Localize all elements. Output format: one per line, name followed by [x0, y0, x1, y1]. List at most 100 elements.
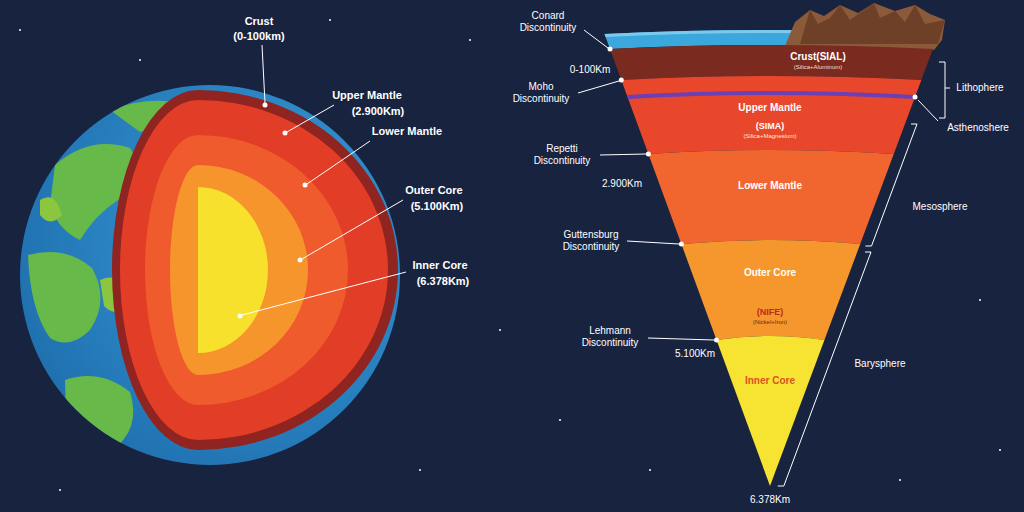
layer-fill	[610, 45, 933, 80]
layer-label: Crust	[245, 15, 274, 29]
layer-label: Lower Mantle	[372, 125, 442, 139]
stars-part	[469, 39, 471, 41]
layer-label: 6.378Km	[750, 494, 790, 507]
marker-dots-part	[608, 47, 613, 52]
marker-dots-part	[298, 258, 303, 263]
layer-label: Crust(SIAL)	[790, 51, 846, 64]
crust-band-shape	[605, 39, 938, 82]
surface-part	[800, 3, 945, 44]
label-holder: Upper Mantle	[332, 89, 402, 103]
text-holder: (Silica+Aluminum)	[794, 64, 843, 72]
leaders-part	[648, 338, 714, 340]
layer-label: (5.100Km)	[411, 200, 464, 214]
layer-label: (Silica+Aluminum)	[794, 64, 843, 72]
earth-cross-section-part	[145, 135, 348, 405]
globe	[20, 85, 400, 465]
upper-mantle-band-shape	[616, 70, 927, 156]
earth-cross-section-part	[198, 187, 268, 353]
stars-part	[979, 299, 981, 301]
surface-part	[785, 3, 945, 50]
marker-dots-part	[913, 95, 918, 100]
asthenosphere-line	[628, 93, 915, 97]
layer-label: 5.100Km	[675, 348, 715, 361]
layer-label: 2.900Km	[602, 178, 642, 191]
label-holder: (2.900Km)	[352, 105, 405, 119]
earth-cross-section-part	[170, 165, 308, 375]
label-holder: 2.900Km	[602, 178, 642, 191]
stars-part	[139, 59, 141, 61]
leaders-part	[307, 141, 370, 184]
layer-label: Lehmann Discontinuity	[574, 325, 646, 350]
marker-dots-part	[263, 103, 268, 108]
leaders-part	[600, 154, 646, 155]
label-holder: Mesosphere	[912, 201, 967, 214]
marker-dots-part	[238, 314, 243, 319]
layer-label: (6.378Km)	[417, 275, 470, 289]
layer-label: Upper Mantle	[738, 102, 801, 115]
stars-part	[419, 469, 421, 471]
outer-core-band-shape	[676, 234, 865, 342]
label-holder: Repetti Discontinuity	[526, 143, 598, 168]
label-holder: Conard Discontinuity	[512, 10, 584, 35]
stars-part	[59, 489, 61, 491]
globe-part	[20, 85, 400, 465]
layer-fill	[648, 150, 893, 244]
outer-core-band: Outer Core(NIFE)(Nickel+Iron)	[676, 234, 865, 342]
layer-label: (Nickel+Iron)	[753, 319, 787, 327]
brackets-part	[945, 88, 950, 89]
label-holder: Crust	[245, 15, 274, 29]
layer-fill	[621, 76, 921, 154]
layer-label: Asthenoshere	[947, 122, 1009, 135]
layer-label: (SIMA)	[756, 121, 785, 132]
label-holder: Moho Discontinuity	[505, 81, 577, 106]
globe-part-part	[28, 252, 101, 343]
leaders-part	[627, 241, 679, 244]
stars-part	[999, 449, 1001, 451]
layer-label: Barysphere	[854, 358, 905, 371]
layer-fill	[717, 336, 825, 486]
marker-dots-part	[619, 78, 624, 83]
brackets-part	[939, 62, 945, 118]
marker-dots-part	[714, 338, 719, 343]
stars-part	[649, 469, 651, 471]
label-holder: Guttensburg Discontinuity	[555, 229, 627, 254]
layer-label: Guttensburg Discontinuity	[555, 229, 627, 254]
label-holder: (5.100Km)	[411, 200, 464, 214]
stars-part	[899, 479, 901, 481]
marker-dots-part	[679, 242, 684, 247]
marker-dots-part	[283, 131, 288, 136]
layer-fill	[681, 240, 860, 340]
label-holder: (6.378Km)	[417, 275, 470, 289]
layer-label: Upper Mantle	[332, 89, 402, 103]
leaders-part	[302, 200, 403, 259]
text-holder: Upper Mantle	[738, 102, 801, 115]
lower-mantle-band-shape	[643, 144, 899, 246]
stars-part	[499, 329, 501, 331]
layer-label: Moho Discontinuity	[505, 81, 577, 106]
leaders-part	[918, 100, 938, 121]
globe-part-part	[40, 197, 62, 221]
leaders-part	[584, 30, 608, 48]
stars	[19, 19, 1001, 491]
stars-part	[559, 419, 561, 421]
text-holder: Inner Core	[745, 375, 795, 388]
layer-label: Lithophere	[956, 82, 1003, 95]
layer-label: 0-100Km	[570, 64, 611, 77]
marker-dots-part	[303, 183, 308, 188]
label-holder: Lithophere	[956, 82, 1003, 95]
marker-dots-part	[646, 152, 651, 157]
leaders-part	[242, 272, 406, 315]
text-holder: Outer Core	[744, 267, 796, 280]
layer-label: (0-100km)	[233, 30, 284, 44]
label-holder: Lower Mantle	[372, 125, 442, 139]
label-holder: Barysphere	[854, 358, 905, 371]
text-holder: Crust(SIAL)	[790, 51, 846, 64]
label-holder: 6.378Km	[750, 494, 790, 507]
label-holder: Outer Core	[405, 184, 462, 198]
layer-label: (Silica+Magnesium)	[744, 133, 797, 141]
upper-mantle-band: Upper Mantle (SIMA)(Silica+Magnesium)	[616, 70, 927, 156]
stars-part	[19, 29, 21, 31]
text-holder: (Nickel+Iron)	[753, 319, 787, 327]
